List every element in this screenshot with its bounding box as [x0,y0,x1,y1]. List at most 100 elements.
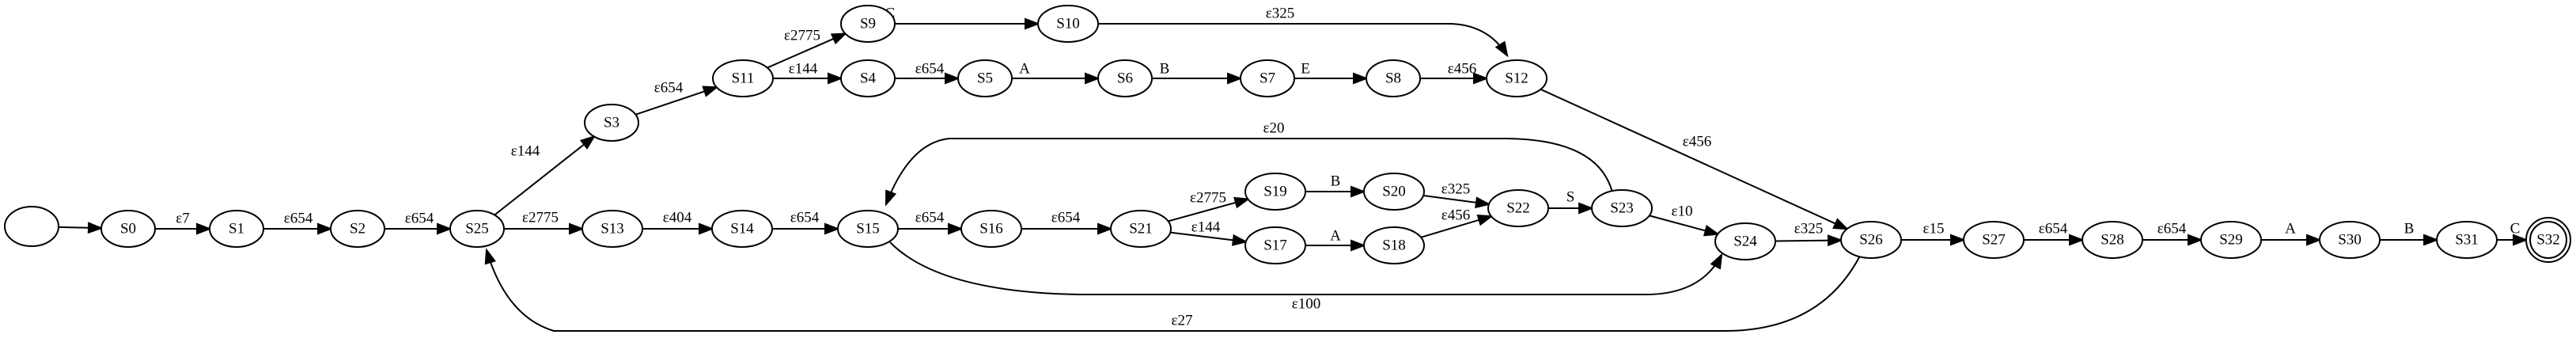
state-label: S21 [1129,220,1153,237]
edge-arrowhead [948,222,964,235]
state-node-s13[interactable]: S13 [581,210,643,248]
state-node-s1[interactable]: S1 [209,210,264,248]
state-node-s26[interactable]: S26 [1840,221,1902,259]
edge-s24-s26: ε325 [1775,220,1843,247]
state-label: S22 [1506,200,1530,216]
edge-s15-s16: ε654 [898,209,964,235]
state-label: S30 [2338,231,2362,248]
state-node-s0[interactable]: S0 [100,210,156,248]
state-node-s15[interactable]: S15 [837,210,899,248]
edge-arrowhead [2423,234,2439,246]
edge-s13-s14: ε404 [642,209,714,235]
state-label: S0 [120,220,136,237]
edge-arrowhead [484,248,496,265]
state-node-s2[interactable]: S2 [330,210,385,248]
state-node-s3[interactable]: S3 [584,104,639,142]
state-node-s5[interactable]: S5 [957,59,1013,97]
edge-s8-s12: ε456 [1420,60,1489,85]
state-node-s12[interactable]: S12 [1486,59,1547,97]
state-node-start[interactable] [4,206,59,247]
state-ellipse [209,210,264,248]
edge-s1-s2: ε654 [263,210,333,235]
state-node-s6[interactable]: S6 [1097,59,1153,97]
state-ellipse [449,210,505,248]
state-node-s14[interactable]: S14 [711,210,773,248]
state-node-s23[interactable]: S23 [1591,189,1653,227]
state-node-s17[interactable]: S17 [1244,226,1306,264]
edge-label: ε20 [1263,120,1285,136]
edge-label: ε654 [790,209,820,226]
state-node-s7[interactable]: S7 [1240,59,1295,97]
edge-start-s0 [58,222,104,234]
state-ellipse [2082,221,2143,259]
state-node-s4[interactable]: S4 [840,59,896,97]
state-node-s31[interactable]: S31 [2436,221,2498,259]
edge-arrowhead [437,222,453,235]
state-node-s29[interactable]: S29 [2200,221,2262,259]
state-label: S10 [1056,15,1080,32]
edge-label: ε654 [284,210,313,226]
state-node-s22[interactable]: S22 [1487,189,1549,227]
edge-label: ε325 [1266,5,1294,21]
edge-label: ε2775 [1190,189,1226,206]
edge-label: A [1330,227,1341,244]
state-ellipse [712,59,774,97]
state-label: S8 [1385,70,1401,86]
edge-arrowhead [1710,253,1723,270]
state-ellipse [1240,59,1295,97]
state-ellipse [581,210,643,248]
state-node-s8[interactable]: S8 [1366,59,1421,97]
state-node-s25[interactable]: S25 [449,210,505,248]
edge-s4-s5: ε654 [895,60,960,85]
state-label: S29 [2219,231,2243,248]
edge-label: B [1331,173,1341,189]
edge-s20-s22: ε325 [1422,180,1491,209]
edge-line [635,86,718,116]
edge-s18-s22: ε456 [1420,207,1494,238]
state-node-s19[interactable]: S19 [1244,173,1306,211]
state-node-s20[interactable]: S20 [1363,173,1425,211]
edge-arrowhead [1494,40,1509,58]
state-label: S25 [465,220,489,237]
state-node-s27[interactable]: S27 [1963,221,2025,259]
edge-arrowhead [1475,196,1491,209]
edge-s27-s28: ε654 [2024,220,2085,246]
state-ellipse [1097,59,1153,97]
edge-s11-s9: ε2775 [767,27,848,69]
state-node-s24[interactable]: S24 [1714,222,1776,260]
state-node-s28[interactable]: S28 [2082,221,2143,259]
state-ellipse [330,210,385,248]
edge-label: C [2510,220,2521,237]
state-node-s10[interactable]: S10 [1037,5,1099,43]
state-node-s21[interactable]: S21 [1110,210,1172,248]
state-node-s30[interactable]: S30 [2319,221,2381,259]
state-node-s9[interactable]: S9 [840,5,896,43]
edge-line [767,32,846,69]
state-node-s18[interactable]: S18 [1363,226,1425,264]
edge-s28-s29: ε654 [2142,220,2203,246]
edge-arrowhead [828,72,843,85]
edge-label: ε456 [1448,60,1476,77]
state-node-s32[interactable]: S32 [2525,217,2571,263]
state-ellipse [1487,189,1549,227]
edge-line [885,138,1613,205]
edge-arrowhead [1578,202,1594,215]
state-ellipse [1486,59,1547,97]
edge-arrowhead [1231,234,1248,246]
edge-label: A [2285,220,2296,237]
edge-s26-s27: ε15 [1901,220,1966,246]
state-node-s16[interactable]: S16 [960,210,1022,248]
edge-label: ε404 [663,209,692,226]
edge-label: ε2775 [784,27,820,44]
state-ellipse [840,5,896,43]
state-ellipse [1244,173,1306,211]
edge-label: ε654 [405,210,434,226]
edge-arrowhead [1085,72,1100,85]
edge-s10-s12: ε325 [1098,5,1509,58]
state-label: S27 [1982,231,2006,248]
edge-line [889,241,1722,295]
state-node-s11[interactable]: S11 [712,59,774,97]
edge-arrowhead [702,86,719,97]
